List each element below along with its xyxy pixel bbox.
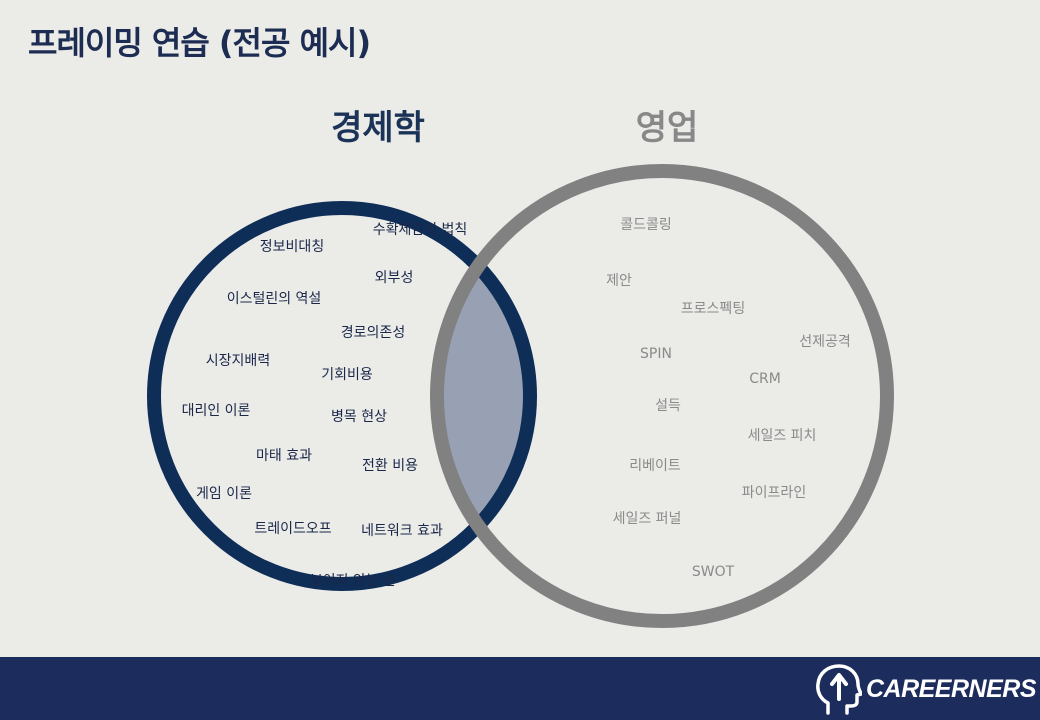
sales-term: 콜드콜링	[620, 217, 672, 233]
economics-term: 시장지배력	[205, 353, 271, 369]
economics-term: 네트워크 효과	[361, 523, 443, 539]
careerners-logo: CAREERNERS	[814, 663, 1037, 715]
sales-term: SPIN	[640, 346, 672, 362]
economics-term: 기회비용	[321, 367, 373, 383]
venn-diagram	[147, 164, 894, 628]
head-arrow-icon	[816, 664, 862, 715]
economics-term: 병목 현상	[331, 409, 387, 425]
economics-term: 마태 효과	[256, 448, 312, 464]
sales-term: 파이프라인	[741, 485, 807, 501]
economics-circle	[147, 201, 537, 591]
sales-term: 프로스펙팅	[680, 301, 746, 317]
sales-set-label: 영업	[635, 108, 699, 148]
sales-term: CRM	[749, 371, 781, 387]
economics-term: 경로의존성	[340, 325, 406, 341]
sales-term: 제안	[606, 273, 632, 289]
economics-term: 전환 비용	[362, 458, 418, 474]
economics-term: 게임 이론	[196, 486, 252, 502]
economics-term: 대리인 이론	[181, 403, 251, 419]
economics-term: 이스털린의 역설	[226, 291, 322, 307]
sales-term: 리베이트	[629, 458, 681, 474]
sales-term: 설득	[655, 398, 681, 414]
sales-term: 세일즈 퍼널	[612, 511, 682, 527]
sales-term: SWOT	[691, 564, 735, 580]
economics-term: 정보비대칭	[259, 239, 325, 255]
sales-term: 선제공격	[799, 334, 851, 350]
economics-term: 트레이드오프	[254, 521, 332, 537]
economics-term: 보이지 않는 손	[309, 573, 397, 589]
economics-set-label: 경제학	[331, 108, 425, 148]
footer-bar: CAREERNERS	[0, 657, 1040, 720]
sales-circle	[430, 164, 894, 628]
sales-term: 세일즈 피치	[747, 428, 817, 444]
page-title: 프레이밍 연습 (전공 예시)	[28, 24, 371, 62]
economics-term: 외부성	[374, 270, 414, 286]
economics-term: 수확체감의 법칙	[372, 222, 468, 238]
logo-text: CAREERNERS	[865, 674, 1037, 703]
